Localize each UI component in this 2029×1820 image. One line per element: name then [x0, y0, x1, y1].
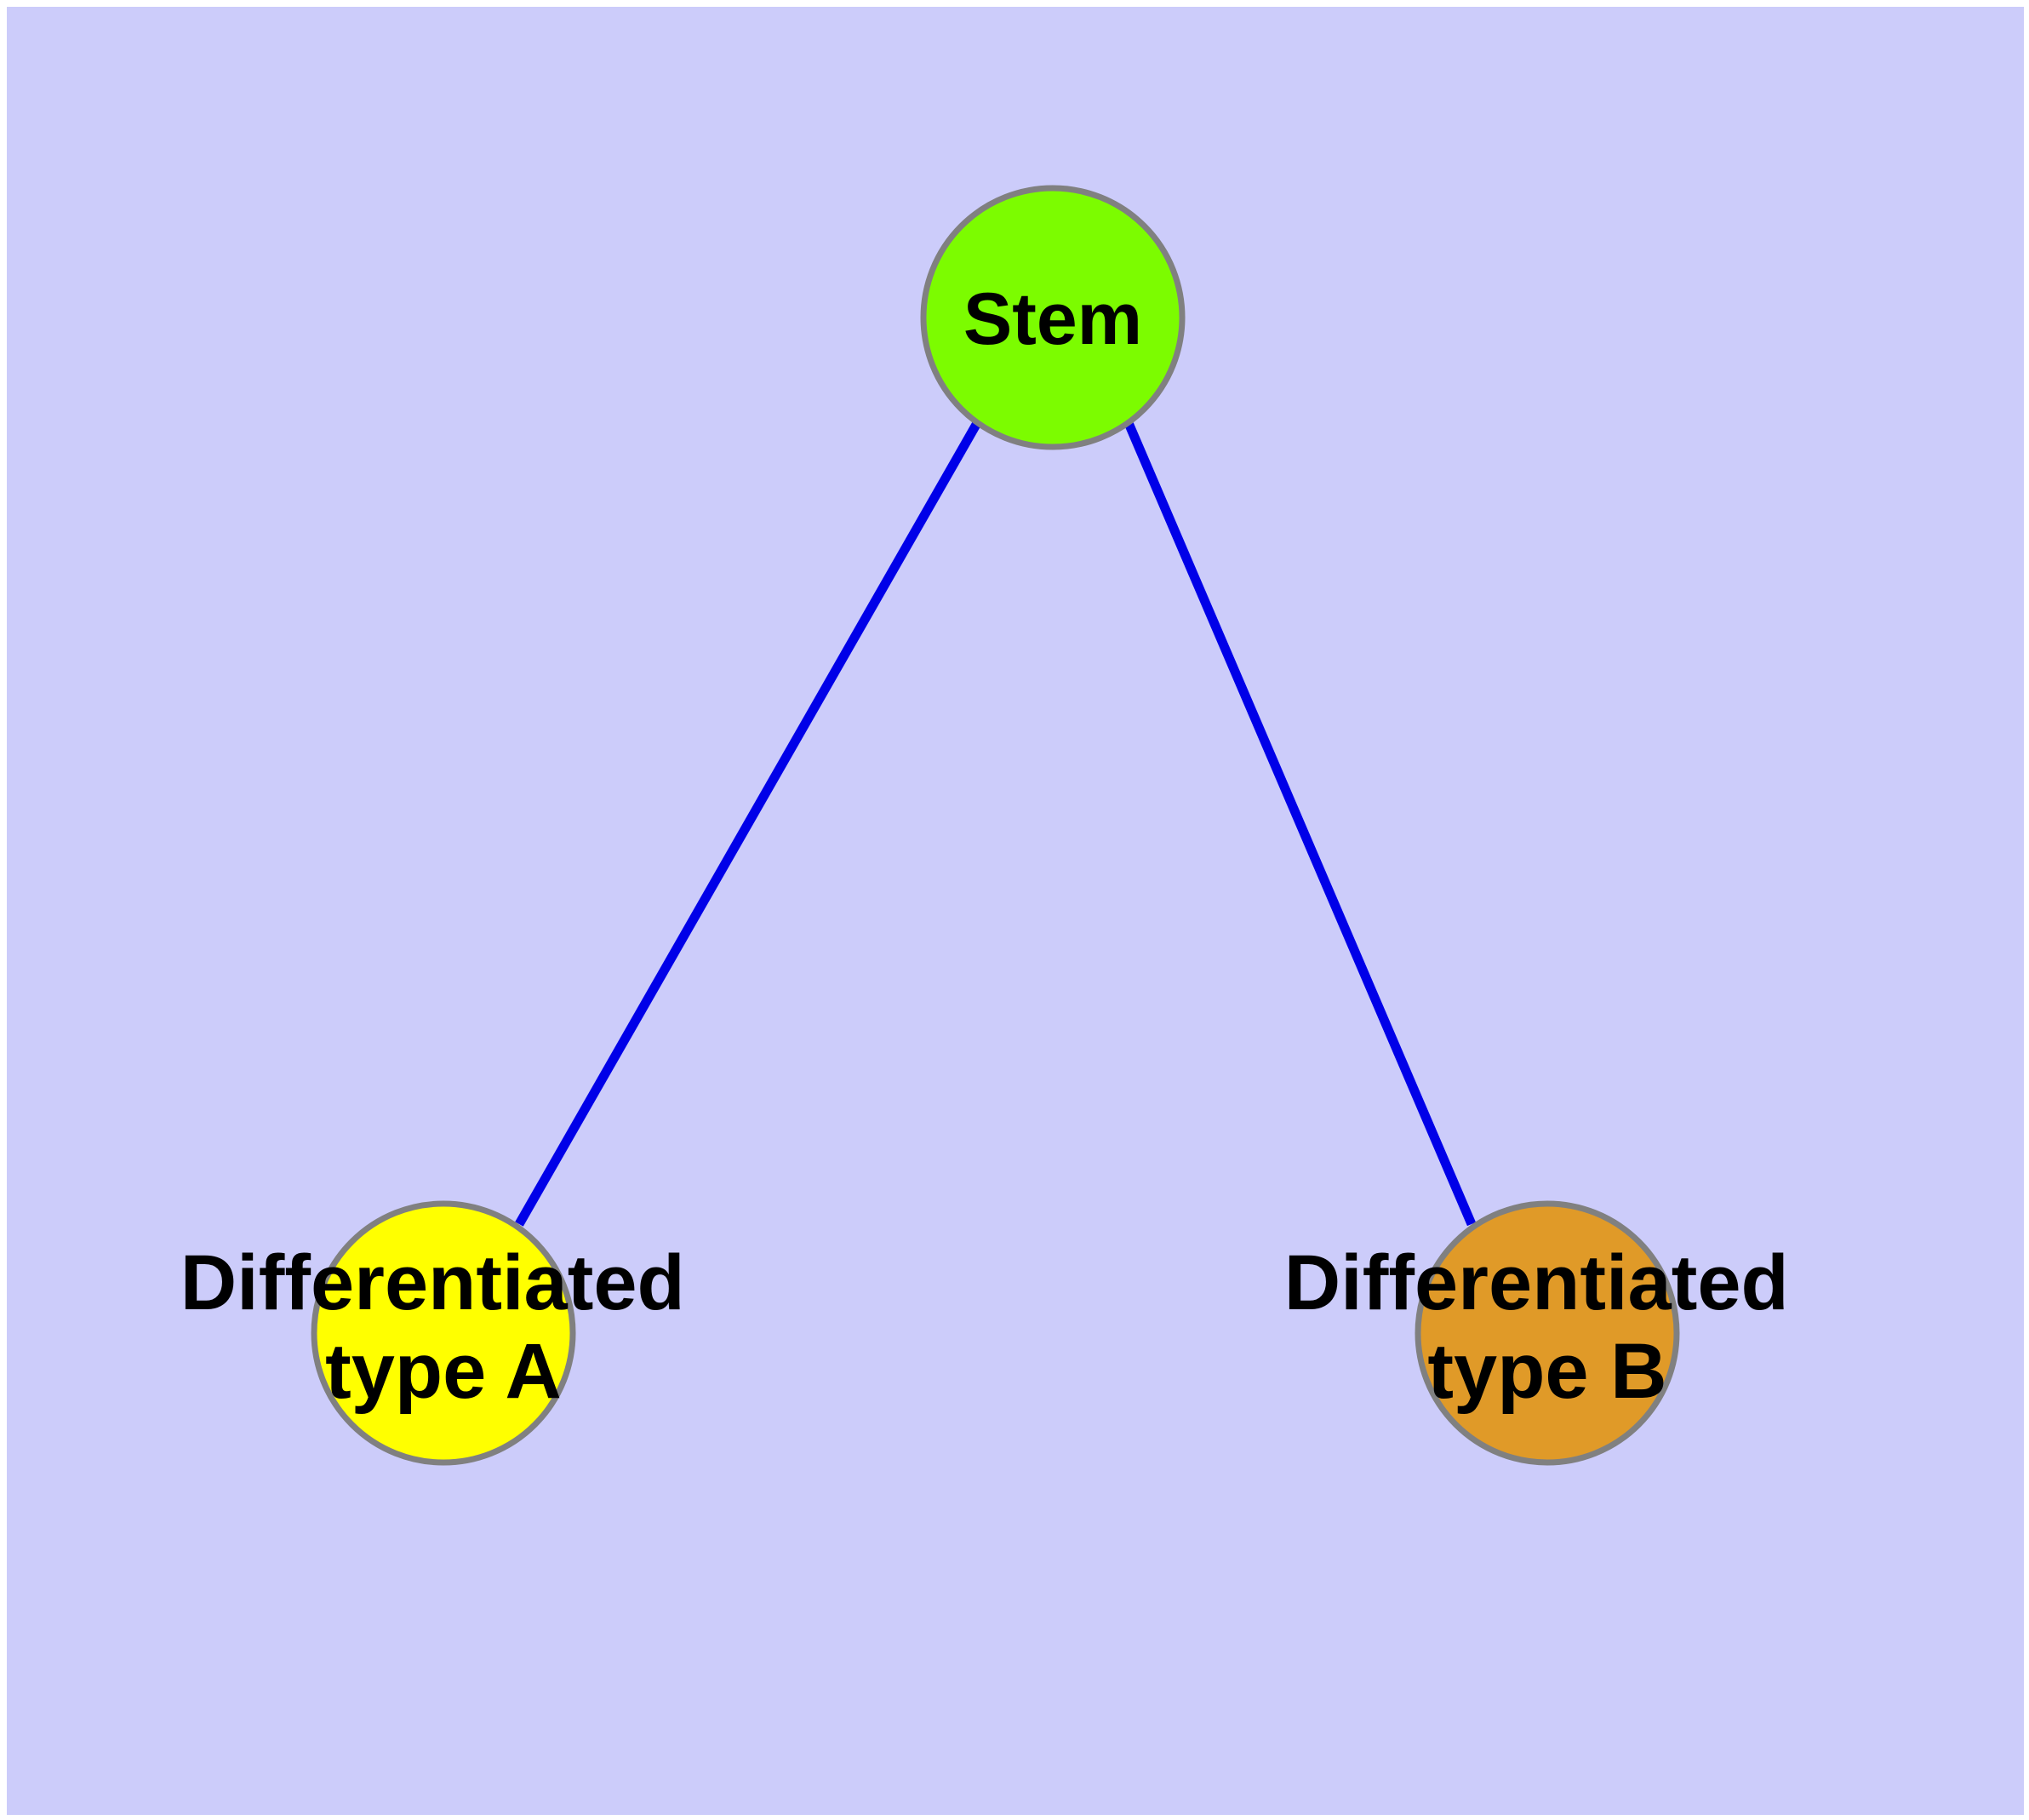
edge-stem-to-differentiated-type-b[interactable] [1123, 421, 1477, 1227]
node-label-stem: Stem [963, 278, 1142, 360]
node-circle-differentiated-type-b[interactable] [1415, 1200, 1680, 1466]
label-layer: Stem Differentiated type A Differentiate… [180, 278, 1811, 1415]
node-label-differentiated-type-b: Differentiated type B [1284, 1239, 1811, 1415]
node-circle-differentiated-type-a[interactable] [311, 1200, 576, 1466]
node-layer [311, 185, 1680, 1466]
node-circle-stem[interactable] [920, 185, 1186, 450]
node-label-differentiated-type-a: Differentiated type A [180, 1239, 707, 1415]
node-label-differentiated-type-b-line2: type B [1427, 1328, 1666, 1415]
edge-layer [515, 421, 1477, 1227]
node-label-stem-line1: Stem [963, 278, 1142, 360]
node-label-differentiated-type-a-line1: Differentiated [180, 1239, 685, 1326]
edge-stem-to-differentiated-type-a[interactable] [515, 421, 981, 1227]
node-label-differentiated-type-a-line2: type A [325, 1328, 562, 1415]
node-label-differentiated-type-b-line1: Differentiated [1284, 1239, 1789, 1326]
